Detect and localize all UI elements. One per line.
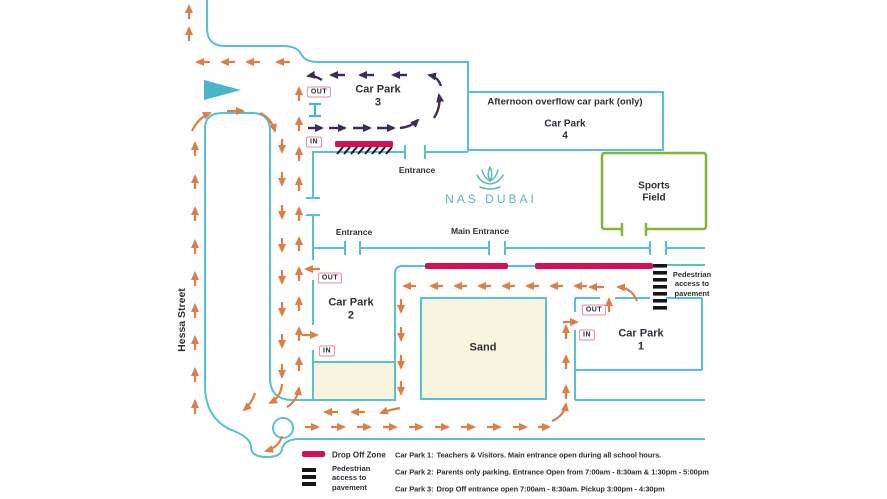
- roundabout-circle: [272, 417, 294, 439]
- direction-triangle: [204, 80, 241, 100]
- legend-pedestrian-swatch: [302, 468, 316, 472]
- legend-pedestrian-swatch: [302, 475, 316, 479]
- cp2-in-badge: IN: [319, 345, 335, 357]
- cp3-in-badge: IN: [306, 136, 322, 148]
- car-park-2-yard: [312, 361, 396, 401]
- cp1-in-badge: IN: [579, 329, 595, 341]
- car-park-4-outline: [467, 91, 664, 151]
- legend-drop-off-label: Drop Off Zone: [332, 450, 386, 460]
- hessa-street-label: Hessa Street: [176, 288, 188, 352]
- traffic-arrows-purple: [306, 70, 445, 132]
- legend-drop-off-swatch: [302, 451, 325, 457]
- drop-off-hatch: [336, 146, 393, 155]
- traffic-arrows-orange: [185, 4, 639, 453]
- legend-pedestrian-swatch: [302, 482, 316, 486]
- cp1-out-badge: OUT: [581, 304, 607, 316]
- nas-lotus-icon: [476, 166, 504, 190]
- main-entrance-label: Main Entrance: [450, 226, 510, 237]
- pedestrian-crossing: [653, 264, 667, 310]
- car-park-4-title: Afternoon overflow car park (only): [487, 96, 643, 108]
- sports-field-outline: [600, 151, 708, 236]
- lane-i-marker: [309, 102, 321, 118]
- drop-off-bar-main-right: [535, 263, 653, 269]
- entrance-top-label: Entrance: [398, 165, 436, 176]
- drop-off-bar-main-left: [425, 263, 508, 269]
- cp3-out-badge: OUT: [306, 86, 332, 98]
- drop-off-bar-cp3: [335, 141, 393, 147]
- legend-note-car-park-1: Car Park 1:Teachers & Visitors. Main ent…: [395, 450, 662, 460]
- entrance-side-label: Entrance: [335, 227, 373, 238]
- legend-note-car-park-2: Car Park 2:Parents only parking. Entranc…: [395, 467, 709, 477]
- nas-dubai-logo-text: NAS DUBAI: [445, 192, 537, 206]
- sand-label: Sand: [469, 341, 497, 354]
- gate-ticks-top: [306, 145, 426, 216]
- sports-field-gate-ticks: [620, 223, 648, 236]
- cp2-out-badge: OUT: [317, 272, 343, 284]
- gate-ticks-main: [344, 241, 667, 255]
- zone-fills: [312, 91, 664, 401]
- legend-note-car-park-3: Car Park 3:Drop Off entrance open 7:00am…: [395, 484, 665, 494]
- car-park-1-outline: [574, 297, 703, 371]
- drop-off-zones: [335, 141, 653, 269]
- sand-area: [420, 297, 547, 400]
